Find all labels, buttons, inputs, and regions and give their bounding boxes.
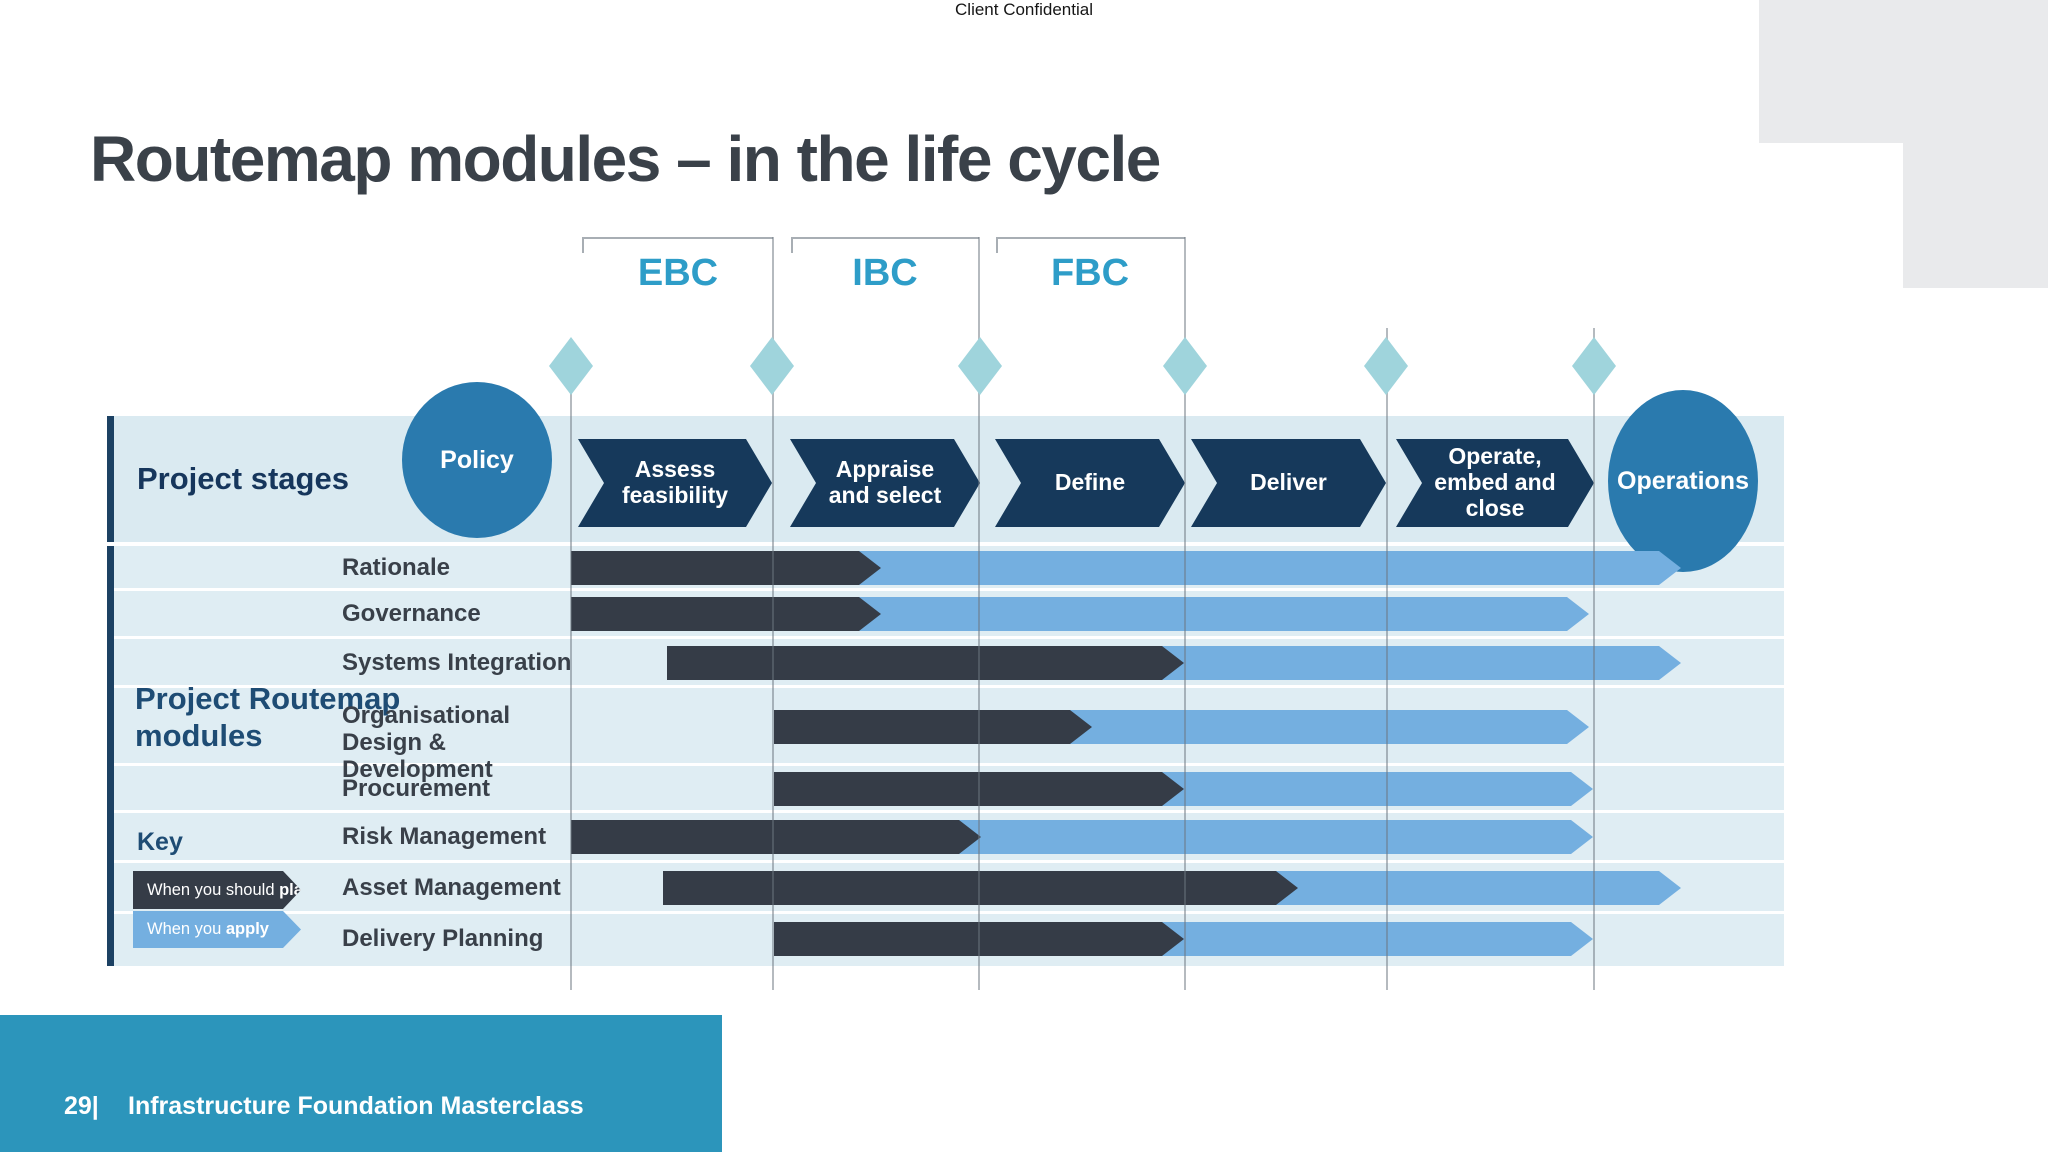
plan-bar-asset-management <box>663 871 1298 905</box>
row-label-rationale: Rationale <box>342 554 451 581</box>
gate-diamond-4 <box>1163 337 1207 395</box>
key-title: Key <box>137 828 183 856</box>
row-separator <box>114 763 1784 766</box>
ebc-bracket-tick <box>582 237 584 253</box>
fbc-bracket-line <box>996 237 1185 239</box>
decor-gray-block-bottom <box>1903 143 2048 288</box>
modules-accent-bar <box>107 546 114 966</box>
stage-arrow-appraise-select: Appraise and select <box>790 439 980 527</box>
gridline-6 <box>1593 328 1595 990</box>
gate-label-fbc: FBC <box>1050 252 1130 294</box>
fbc-bracket-tick <box>996 237 998 253</box>
gate-diamond-6 <box>1572 337 1616 395</box>
footer-page-number: 29| <box>64 1092 99 1120</box>
apply-bar-delivery-planning <box>1160 922 1593 956</box>
row-label-asset-management: Asset Management <box>342 874 561 901</box>
footer-deck-title: Infrastructure Foundation Masterclass <box>128 1092 584 1120</box>
confidential-label: Client Confidential <box>955 0 1093 19</box>
plan-bar-organisational-design <box>774 710 1092 744</box>
plan-bar-risk-management <box>571 820 981 854</box>
footer-band <box>0 1015 722 1152</box>
gate-diamond-2 <box>750 337 794 395</box>
row-separator <box>114 636 1784 639</box>
stages-header: Project stages <box>137 461 349 496</box>
ibc-bracket-tick <box>791 237 793 253</box>
row-separator <box>114 911 1784 914</box>
legend-apply-bold: apply <box>225 920 269 938</box>
gridline-4 <box>1184 237 1186 990</box>
gridline-5 <box>1386 328 1388 990</box>
gate-diamond-1 <box>549 337 593 395</box>
plan-bar-rationale <box>571 551 881 585</box>
row-separator <box>114 588 1784 591</box>
legend-apply-arrow: When you apply <box>133 911 301 948</box>
plan-bar-systems-integration <box>667 646 1184 680</box>
row-label-systems-integration: Systems Integration <box>342 649 572 676</box>
legend-plan-prefix: When you should <box>147 880 280 899</box>
gate-diamond-3 <box>958 337 1002 395</box>
apply-bar-asset-management <box>1274 871 1681 905</box>
apply-bar-organisational-design <box>1068 710 1589 744</box>
apply-bar-rationale <box>857 551 1681 585</box>
gate-label-ibc: IBC <box>852 252 918 294</box>
decor-gray-block-top <box>1759 0 2048 143</box>
stage-arrow-operate-embed-close: Operate, embed and close <box>1396 439 1594 527</box>
stage-arrow-assess-feasibility: Assess feasibility <box>578 439 772 527</box>
page-title: Routemap modules – in the life cycle <box>90 123 1161 195</box>
apply-bar-procurement <box>1160 772 1593 806</box>
row-label-governance: Governance <box>342 600 481 627</box>
operations-circle: Operations <box>1608 390 1758 572</box>
legend-apply-prefix: When you <box>147 920 226 938</box>
apply-bar-systems-integration <box>1160 646 1681 680</box>
gridline-3 <box>978 237 980 990</box>
plan-bar-governance <box>571 597 881 631</box>
apply-bar-governance <box>857 597 1589 631</box>
gate-label-ebc: EBC <box>637 252 719 294</box>
apply-bar-risk-management <box>957 820 1593 854</box>
stage-arrow-deliver: Deliver <box>1191 439 1386 527</box>
row-separator <box>114 860 1784 863</box>
row-label-procurement: Procurement <box>342 775 491 802</box>
stage-arrow-define: Define <box>995 439 1185 527</box>
gridline-2 <box>772 237 774 990</box>
row-label-organisational-design: Organisational Design & Development <box>342 702 511 783</box>
stages-accent-bar <box>107 416 114 542</box>
ebc-bracket-line <box>582 237 773 239</box>
row-separator <box>114 685 1784 688</box>
policy-circle: Policy <box>402 382 552 538</box>
row-label-delivery-planning: Delivery Planning <box>342 925 544 952</box>
gridline-1 <box>570 350 572 990</box>
ibc-bracket-line <box>791 237 979 239</box>
row-separator <box>114 810 1784 813</box>
row-label-risk-management: Risk Management <box>342 823 547 850</box>
modules-header: Project Routemap modules <box>135 681 401 753</box>
gate-diamond-5 <box>1364 337 1408 395</box>
legend-plan-arrow: When you should plan <box>133 871 301 909</box>
